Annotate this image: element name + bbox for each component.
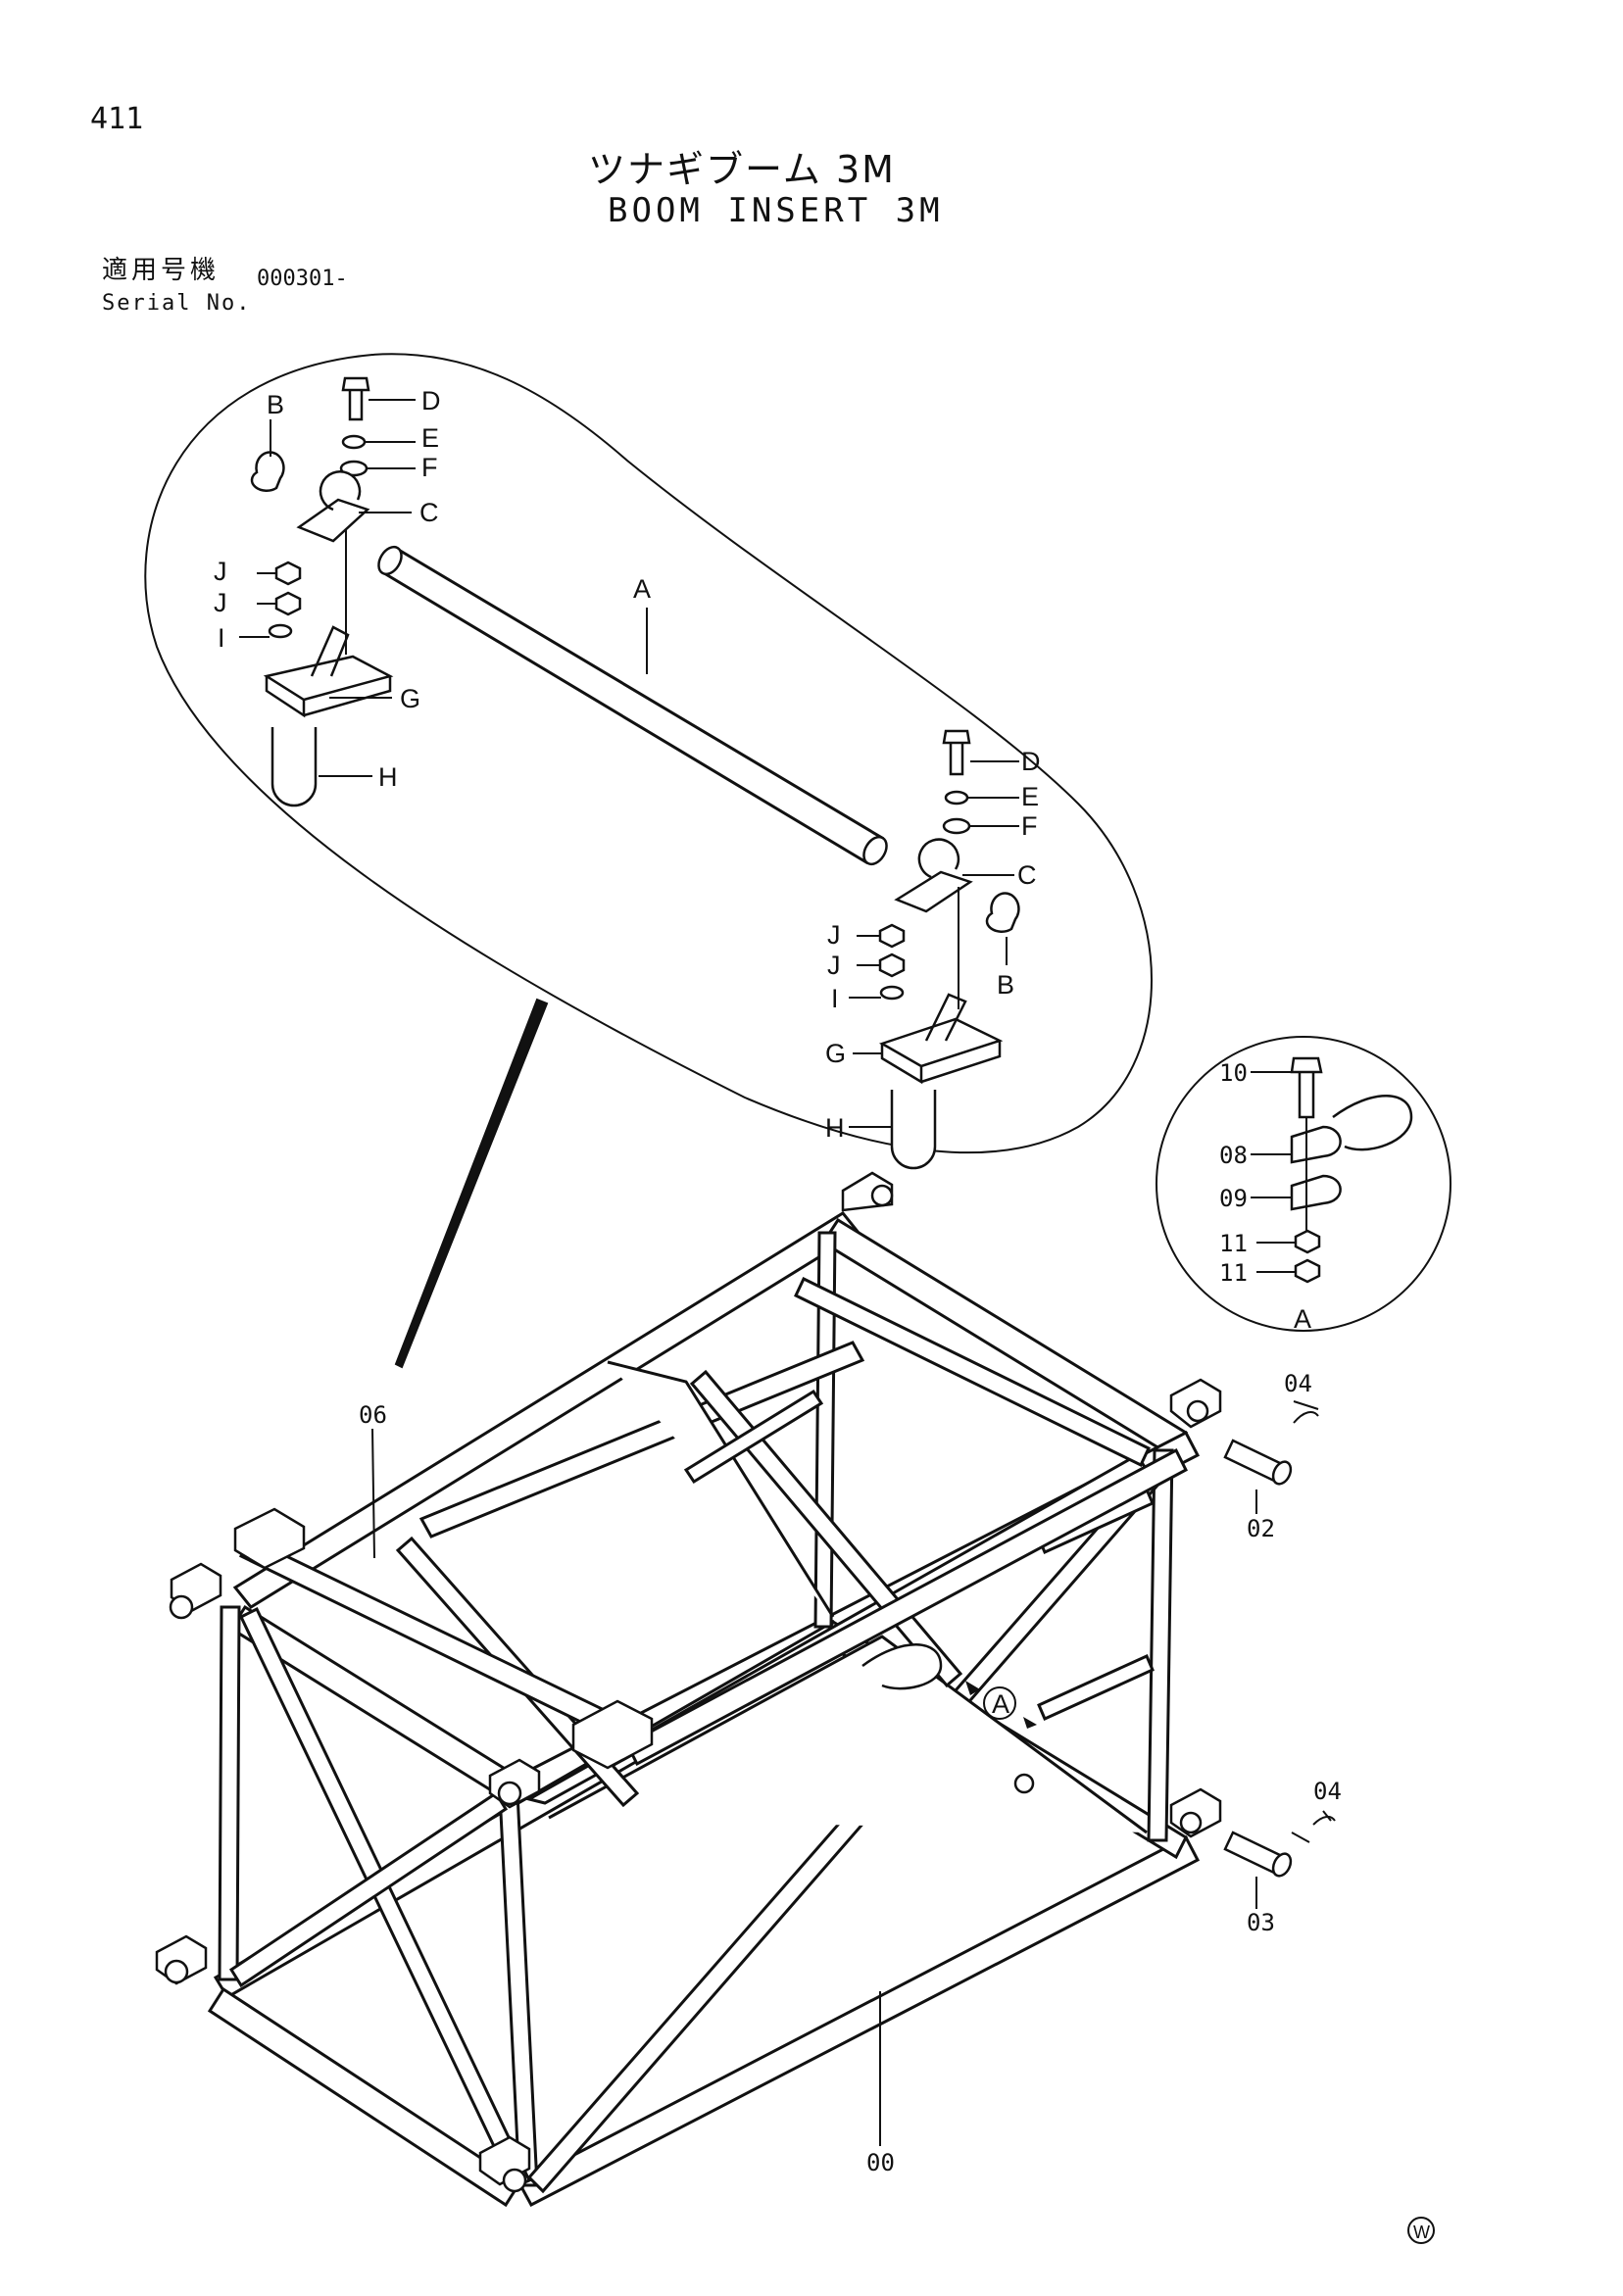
clamp-09-icon	[1290, 1174, 1342, 1211]
label-08: 08	[1219, 1142, 1248, 1169]
label-02: 02	[1247, 1515, 1275, 1542]
bolt-10-icon	[1290, 1056, 1323, 1119]
cable-clamp-icon	[1332, 1095, 1413, 1151]
serial-value: 000301-	[257, 267, 348, 291]
washer-i-icon-right	[879, 985, 905, 1001]
label-f-upper-right: F	[1021, 811, 1038, 841]
label-d-upper-left: D	[421, 386, 441, 415]
label-04-upper: 04	[1284, 1370, 1312, 1397]
nut-11a-icon	[1294, 1229, 1321, 1254]
label-a-shaft: A	[633, 574, 651, 604]
nut-j2-icon-right	[878, 953, 906, 978]
label-e-upper-left: E	[421, 423, 439, 453]
label-c-upper-right: C	[1017, 860, 1037, 890]
serial-label-japanese: 適用号機	[102, 256, 221, 285]
shaft-a	[377, 545, 888, 866]
clamp-b-icon-right	[985, 892, 1020, 933]
cable-clamp-lower-icon	[861, 1643, 943, 1690]
bearing-c-icon	[296, 470, 370, 543]
footer-mark-w: W	[1413, 2223, 1430, 2242]
detail-a-circle	[1156, 1036, 1451, 1332]
bearing-c-icon-right	[894, 838, 973, 913]
bolt-d-icon	[341, 376, 370, 421]
bearing-housing-mid-icon	[571, 1699, 654, 1770]
label-d-upper-right: D	[1021, 747, 1041, 776]
ubolt-h-icon	[270, 727, 318, 807]
spring-washer-e-icon-right	[944, 790, 969, 806]
label-00: 00	[866, 2149, 895, 2176]
washer-i-icon	[268, 623, 293, 639]
pin-02	[1223, 1410, 1319, 1486]
label-10: 10	[1219, 1059, 1248, 1087]
label-j2-upper-right: J	[827, 951, 841, 980]
exploded-view-outline	[144, 353, 1153, 1154]
clamp-08-icon	[1290, 1125, 1342, 1164]
spring-washer-e-icon	[341, 434, 367, 450]
label-i-upper-right: I	[831, 984, 839, 1013]
label-h-upper-left: H	[378, 762, 398, 792]
label-g-upper-right: G	[825, 1039, 846, 1068]
label-f-upper-left: F	[421, 453, 438, 482]
page-number: 411	[90, 102, 144, 136]
label-11a: 11	[1219, 1230, 1248, 1257]
label-j1-upper-right: J	[827, 920, 841, 950]
serial-label-english: Serial No.	[102, 291, 252, 316]
flat-washer-f-icon-right	[942, 817, 971, 835]
label-09: 09	[1219, 1185, 1248, 1212]
label-03: 03	[1247, 1909, 1275, 1936]
nut-11b-icon	[1294, 1258, 1321, 1284]
label-b-upper-right: B	[997, 970, 1014, 1000]
label-b-upper-left: B	[267, 390, 284, 419]
pin-03	[1223, 1815, 1336, 1878]
nut-j1-icon-right	[878, 923, 906, 949]
bracket-g-icon	[263, 625, 394, 718]
bolt-d-icon-right	[942, 729, 971, 776]
label-j1-upper-left: J	[214, 557, 227, 586]
label-i-upper-left: I	[218, 623, 225, 653]
label-06: 06	[359, 1401, 387, 1429]
bearing-housing-left-icon	[233, 1507, 306, 1570]
label-11b: 11	[1219, 1259, 1248, 1287]
leader-06-detail	[394, 998, 549, 1369]
title-english: BOOM INSERT 3M	[608, 191, 944, 230]
clamp-b-icon	[250, 451, 285, 492]
boom-frame	[155, 1171, 1222, 2208]
upper-right-hardware	[849, 729, 1020, 1170]
bracket-g-icon-right	[878, 993, 1004, 1085]
upper-left-hardware	[239, 376, 416, 807]
label-h-upper-right: H	[825, 1113, 845, 1143]
nut-j2-icon	[274, 591, 302, 616]
label-g-upper-left: G	[400, 684, 420, 713]
label-a-detail: A	[1294, 1304, 1311, 1334]
label-c-upper-left: C	[419, 498, 439, 527]
label-view-a: A	[992, 1689, 1009, 1719]
ubolt-h-icon-right	[890, 1090, 937, 1170]
label-j2-upper-left: J	[214, 588, 227, 617]
label-e-upper-right: E	[1021, 782, 1039, 811]
title-japanese: ツナギブーム 3M	[588, 148, 896, 191]
nut-j1-icon	[274, 561, 302, 586]
label-04-lower: 04	[1313, 1778, 1342, 1805]
footer-mark-circle	[1407, 2217, 1435, 2244]
view-a-marker	[965, 1681, 1037, 1729]
